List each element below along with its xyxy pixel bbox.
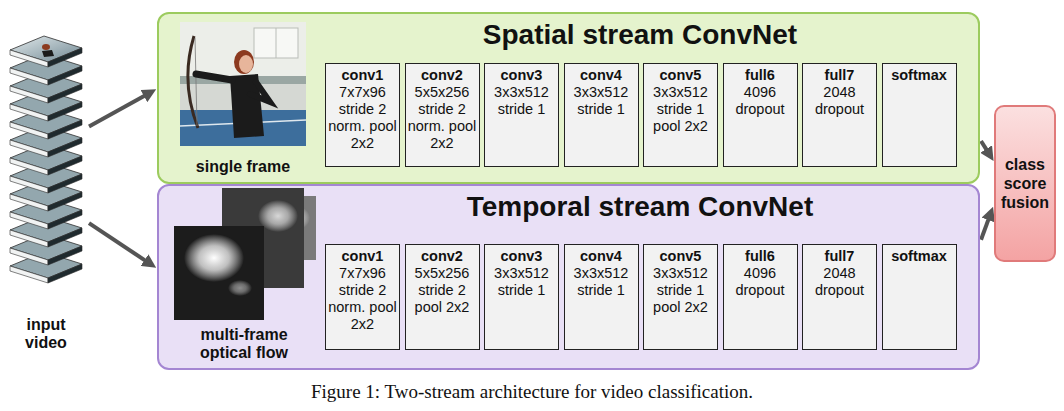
layer-box: conv17x7x96 stride 2 norm. pool 2x2 xyxy=(325,63,400,167)
layer-box: softmax xyxy=(882,244,957,350)
fusion-box: class score fusion xyxy=(994,105,1056,262)
layer-box: full72048 dropout xyxy=(802,244,877,350)
layer-name: conv4 xyxy=(566,67,637,84)
layer-params: 4096 dropout xyxy=(725,84,796,118)
layer-params: 7x7x96 stride 2 norm. pool 2x2 xyxy=(327,84,398,152)
stream-panel: Temporal stream ConvNet multi-frame opti… xyxy=(157,184,980,370)
layer-name: full7 xyxy=(804,67,875,84)
input-video: input video xyxy=(4,30,88,352)
layer-params: 4096 dropout xyxy=(725,265,796,299)
image-caption: input video xyxy=(14,316,78,352)
layer-box: conv43x3x512 stride 1 xyxy=(564,63,639,167)
video-frame-photo xyxy=(180,22,306,146)
stream-title: Temporal stream ConvNet xyxy=(325,186,955,223)
layer-box: conv43x3x512 stride 1 xyxy=(564,244,639,350)
layer-name: conv1 xyxy=(327,248,398,265)
flow-arrow xyxy=(981,217,989,239)
stream-panel: Spatial stream ConvNet single frame conv1… xyxy=(157,12,980,184)
layer-name: conv1 xyxy=(327,67,398,84)
fusion-label: class score fusion xyxy=(998,155,1052,212)
layer-name: conv2 xyxy=(407,248,478,265)
stream-title: Spatial stream ConvNet xyxy=(325,14,955,51)
frame-slabs xyxy=(10,54,82,283)
layer-name: conv5 xyxy=(645,248,716,265)
layer-name: conv4 xyxy=(566,248,637,265)
video-frame-stack xyxy=(8,34,86,296)
figure-caption: Figure 1: Two-stream architecture for vi… xyxy=(0,381,1064,403)
layer-params: 3x3x512 stride 1 xyxy=(486,84,557,118)
top-frame xyxy=(10,36,82,67)
flow-arrow xyxy=(89,95,146,127)
layer-params: 3x3x512 stride 1 xyxy=(566,84,637,118)
layer-box: full64096 dropout xyxy=(723,63,798,167)
layer-params: 7x7x96 stride 2 norm. pool 2x2 xyxy=(327,265,398,333)
layer-params: 3x3x512 stride 1 xyxy=(486,265,557,299)
layer-name: conv3 xyxy=(486,67,557,84)
layer-name: conv2 xyxy=(407,67,478,84)
layer-box: conv33x3x512 stride 1 xyxy=(484,244,559,350)
layer-name: conv3 xyxy=(486,248,557,265)
layer-name: full6 xyxy=(725,67,796,84)
layer-box: conv17x7x96 stride 2 norm. pool 2x2 xyxy=(325,244,400,350)
layer-name: full6 xyxy=(725,248,796,265)
layer-name: conv5 xyxy=(645,67,716,84)
layer-params: 2048 dropout xyxy=(804,84,875,118)
input-image: single frame xyxy=(178,20,308,176)
layer-params: 5x5x256 stride 2 norm. pool 2x2 xyxy=(407,84,478,152)
layer-box: conv33x3x512 stride 1 xyxy=(484,63,559,167)
layer-name: softmax xyxy=(884,248,955,265)
input-image: multi-frame optical flow xyxy=(170,188,318,362)
layer-params: 5x5x256 stride 2 pool 2x2 xyxy=(407,265,478,316)
layer-name: full7 xyxy=(804,248,875,265)
layer-box: conv25x5x256 stride 2 norm. pool 2x2 xyxy=(405,63,480,167)
layer-params: 3x3x512 stride 1 pool 2x2 xyxy=(645,265,716,316)
layer-name: softmax xyxy=(884,67,955,84)
layer-params: 2048 dropout xyxy=(804,265,875,299)
flow-arrow xyxy=(981,141,988,151)
layer-params: 3x3x512 stride 1 xyxy=(566,265,637,299)
image-caption: multi-frame optical flow xyxy=(181,326,307,362)
layer-box: softmax xyxy=(882,63,957,167)
image-caption: single frame xyxy=(180,158,306,176)
layer-box: full72048 dropout xyxy=(802,63,877,167)
layer-box: conv25x5x256 stride 2 pool 2x2 xyxy=(405,244,480,350)
layer-box: conv53x3x512 stride 1 pool 2x2 xyxy=(643,63,718,167)
layer-box: full64096 dropout xyxy=(723,244,798,350)
optical-flow-frames xyxy=(170,188,318,324)
flow-arrow xyxy=(89,223,147,261)
layer-params: 3x3x512 stride 1 pool 2x2 xyxy=(645,84,716,135)
layer-box: conv53x3x512 stride 1 pool 2x2 xyxy=(643,244,718,350)
caption-area: Figure 1: Two-stream architecture for vi… xyxy=(0,381,1064,403)
